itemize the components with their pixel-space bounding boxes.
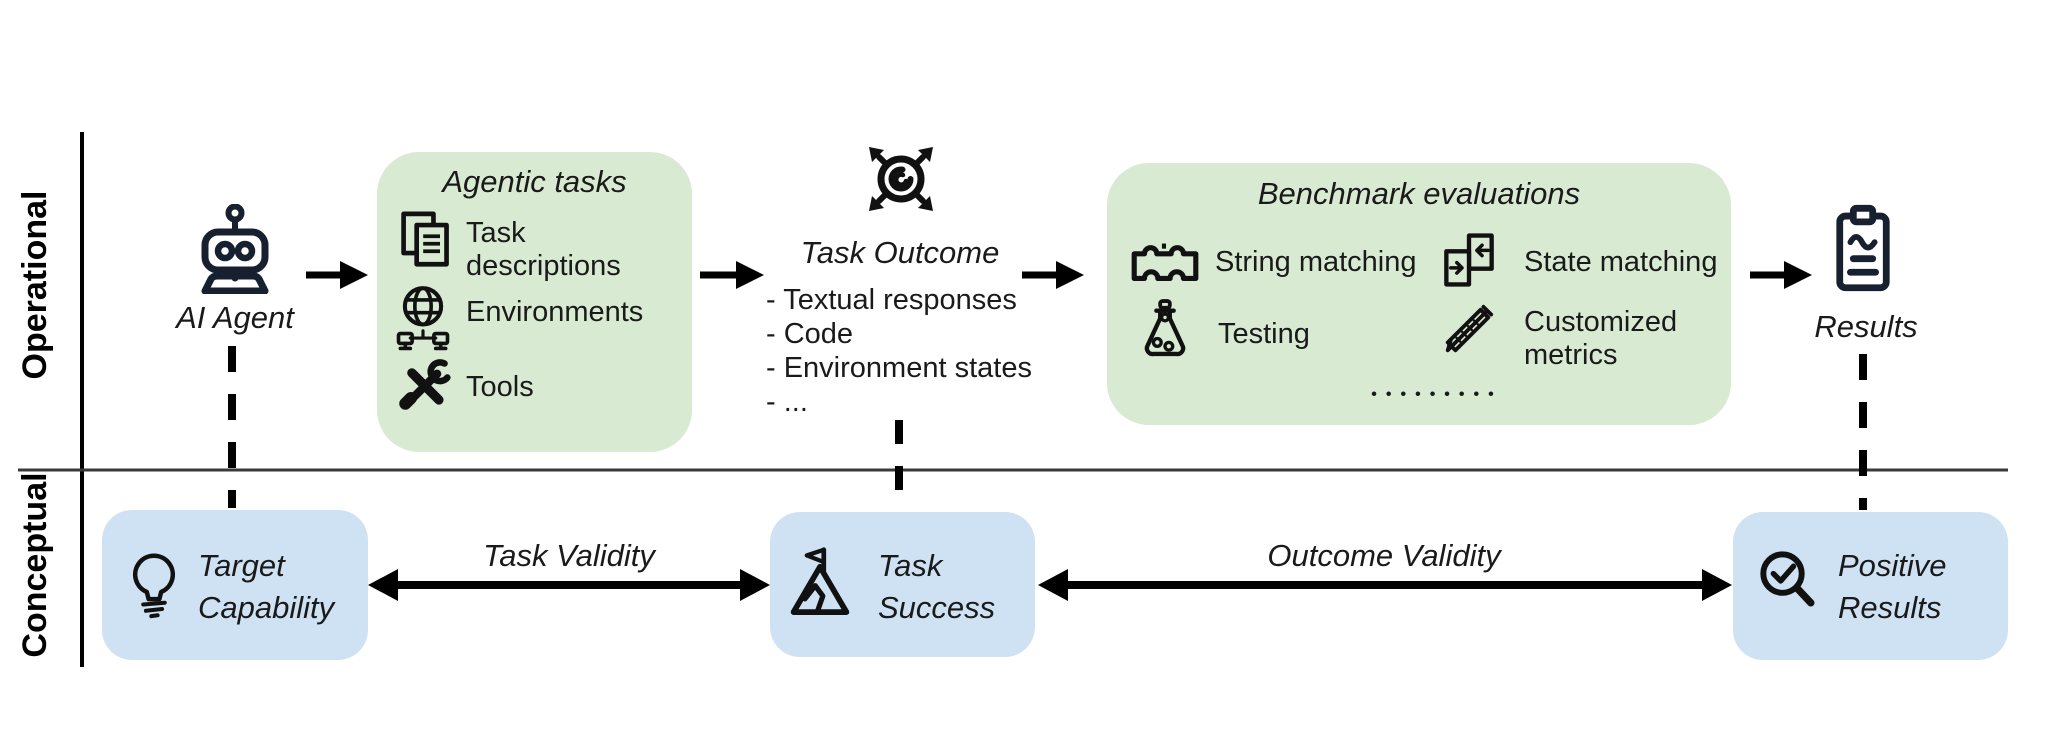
testing-label: Testing: [1218, 318, 1310, 350]
documents-icon: [401, 211, 449, 267]
clipboard-icon: [1836, 204, 1890, 292]
positive-results-box: [1733, 512, 2008, 660]
benchmark-evaluations-title: Benchmark evaluations: [1257, 176, 1581, 211]
benchmark-evaluations-box: [1107, 163, 1731, 425]
arrow-tasks-to-outcome: [700, 261, 764, 289]
arrow-agent-to-tasks: [306, 261, 368, 289]
magnifier-check-icon: [1760, 551, 1815, 607]
task-outcome-bullets: - Textual responses - Code - Environment…: [766, 284, 1032, 418]
globe-network-icon: [396, 286, 450, 351]
state-matching-icon: [1444, 233, 1494, 287]
target-capability-box: [102, 510, 368, 660]
conceptual-axis-label: Conceptual: [16, 472, 54, 658]
lightbulb-icon: [132, 553, 176, 619]
environments-label: Environments: [466, 296, 644, 328]
task-outcome-title: Task Outcome: [800, 235, 1000, 270]
ruler-pencil-icon: [1445, 304, 1494, 353]
ai-agent-label: AI Agent: [176, 300, 294, 335]
customized-metrics-label: Customized metrics: [1524, 306, 1678, 371]
target-capability-label: Target Capability: [198, 548, 335, 625]
agentic-tasks-title: Agentic tasks: [442, 164, 627, 199]
mountain-flag-icon: [790, 547, 850, 615]
positive-results-label: Positive Results: [1838, 548, 1947, 625]
string-matching-label: String matching: [1215, 246, 1417, 278]
state-matching-label: State matching: [1524, 246, 1718, 278]
outcome-validity-label: Outcome Validity: [1267, 538, 1501, 573]
flask-icon: [1144, 299, 1186, 357]
task-validity-double-arrow: [368, 569, 770, 601]
task-descriptions-label: Task descriptions: [466, 217, 621, 282]
benchmark-ellipsis: •••••••••: [1371, 386, 1503, 403]
puzzle-icon: [1131, 243, 1199, 282]
tools-label: Tools: [466, 371, 534, 403]
results-label: Results: [1814, 309, 1918, 344]
task-validity-label: Task Validity: [483, 538, 655, 573]
outcome-validity-double-arrow: [1038, 569, 1732, 601]
scope-target-icon: [869, 147, 933, 211]
robot-icon: [201, 204, 269, 294]
task-success-label: Task Success: [878, 548, 996, 625]
tools-icon: [399, 359, 451, 410]
arrow-benchmark-to-results: [1750, 261, 1812, 289]
